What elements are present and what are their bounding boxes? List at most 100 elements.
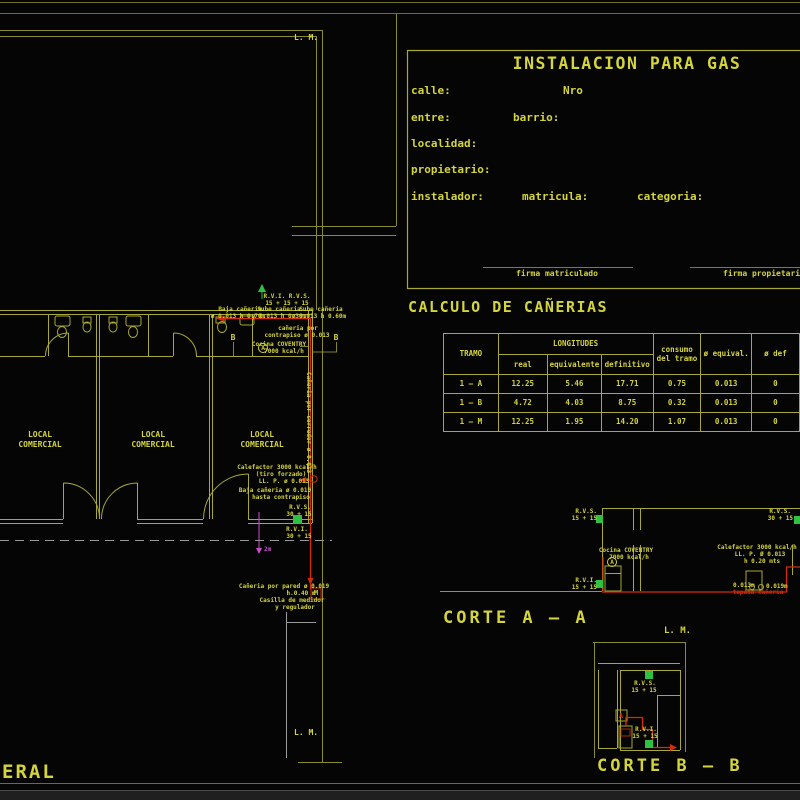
- table-cell: 0.32: [652, 393, 702, 413]
- baja-caneria-019: Baja cañeria ø 0.019: [238, 487, 312, 494]
- col-header-def: ø def: [750, 333, 800, 375]
- cocina-kcal: 7000 kcal/h: [264, 348, 304, 355]
- rvi-plan-size: 30 + 15: [286, 533, 312, 540]
- table-cell: 12.25: [497, 374, 548, 394]
- contrapiso-label-1: cañeria por: [278, 325, 318, 332]
- calefactor-tipo: (tiro forzado): [255, 471, 307, 478]
- firma-matriculado-label: firma matriculado: [516, 269, 598, 278]
- form-box: [406, 49, 800, 290]
- casilla-medidor-1: Casilla de medidor: [259, 597, 325, 604]
- casilla-medidor-2: y regulador: [275, 604, 315, 611]
- col-header-real: real: [497, 354, 548, 375]
- corte-a-cocina-kcal: 7000 kcal/h: [609, 554, 649, 561]
- firma-propietario-label: firma propietario: [723, 269, 800, 278]
- corte-a-calefactor: Calefactor 3000 kcal/h: [717, 544, 797, 551]
- corte-a-rvs-left-size: 15 + 15: [571, 515, 597, 522]
- corte-a-tapada: tapada cañeria: [732, 589, 784, 596]
- plan-gas-pipe-symbols: [216, 315, 322, 600]
- caneria-pared-h: h.0.40 m: [286, 590, 316, 597]
- local-comercial-1: LOCAL COMERCIAL: [18, 430, 62, 450]
- corte-b-marker-a: A: [618, 712, 624, 720]
- table-cell: 4.03: [546, 393, 602, 413]
- corte-a-rvs-right-size: 30 + 15: [767, 515, 793, 522]
- field-categoria-label: categoria:: [637, 190, 704, 203]
- rvi-plan: R.V.I.: [286, 526, 308, 533]
- corte-a-rvi: R.V.I.: [575, 577, 597, 584]
- corte-b-rvi: R.V.I.: [635, 726, 657, 733]
- field-matricula-label: matricula:: [522, 190, 589, 203]
- baja-caneria-dim: ø 0.013 h 0.70m: [210, 313, 266, 320]
- lot-lines: [0, 14, 397, 763]
- col-header-tramo: TRAMO: [443, 333, 499, 375]
- hasta-contrapiso: hasta contrapiso: [252, 494, 310, 501]
- col-header-equivalente: equivalente: [546, 354, 602, 375]
- gray-reference-lines: [0, 540, 332, 758]
- corte-b-walls: [598, 663, 681, 751]
- corte-b-title: CORTE B – B: [597, 756, 743, 776]
- corte-b-lot-lines: [593, 642, 686, 758]
- field-entre-label: entre:: [411, 111, 451, 124]
- form-title: INSTALACION PARA GAS: [512, 54, 742, 73]
- table-cell: 0.75: [652, 374, 702, 394]
- corte-a-rvs-left: R.V.S.: [575, 508, 597, 515]
- leader-lines: [233, 342, 337, 356]
- local-comercial-3: LOCAL COMERCIAL: [240, 430, 284, 450]
- corte-a-calefactor-h: h 0.20 mts: [743, 558, 781, 565]
- corte-b-pipe-arrow: [670, 744, 677, 751]
- calc-table: TRAMO LONGITUDES consumo del tramo ø equ…: [443, 333, 800, 432]
- sube-caneria-2-dim: ø 0.013 h 0.60m: [291, 313, 347, 320]
- corte-a-rvs-right: R.V.S.: [769, 508, 791, 515]
- table-cell: 1 – M: [443, 412, 499, 432]
- field-localidad-label: localidad:: [411, 137, 478, 150]
- lm-mid-label: L. M.: [294, 728, 319, 737]
- marker-b-right: B: [333, 333, 339, 342]
- rvs-plan-size: 30 + 15: [286, 511, 312, 518]
- table-cell: 0: [750, 412, 800, 432]
- caneria-corredor: Cañeria por corredor ø 0.013: [305, 372, 312, 474]
- table-cell: 0: [750, 393, 800, 413]
- table-cell: 0.013: [700, 374, 752, 394]
- corte-a-d019: 0.019m: [766, 583, 788, 590]
- dimension-2m: [256, 512, 262, 554]
- corte-b-rvs-size: 15 + 15: [631, 687, 657, 694]
- corte-b-vents: [645, 671, 653, 748]
- field-calle-label: calle:: [411, 84, 451, 97]
- marker-b-left: B: [230, 333, 236, 342]
- corte-a-cocina: Cocina COVENTRY: [598, 547, 654, 554]
- field-barrio-label: barrio:: [513, 111, 560, 124]
- table-cell: 17.71: [600, 374, 654, 394]
- contrapiso-label-2: contrapiso ø 0.013: [264, 332, 330, 339]
- calc-table-title: CALCULO DE CAÑERIAS: [408, 298, 609, 316]
- corte-a-vents: [596, 515, 800, 588]
- baja-caneria-label: Baja cañeria: [218, 306, 262, 313]
- table-cell: 4.72: [497, 393, 548, 413]
- table-cell: 0: [750, 374, 800, 394]
- marker-m: M: [313, 589, 319, 597]
- table-cell: 14.20: [600, 412, 654, 432]
- meter-box: [310, 587, 322, 600]
- lm-corte-label: L. M.: [664, 626, 692, 636]
- calefactor-label: Calefactor 3000 kcal/h: [237, 464, 317, 471]
- sube-caneria-1-dim: y 0.013 h 0.30m: [251, 313, 307, 320]
- marker-a-plan: A: [261, 345, 265, 352]
- rvi-rvs-sizes: 15 + 15 + 15: [265, 300, 309, 307]
- caneria-pared: Cañeria por pared ø 0.019: [238, 583, 330, 590]
- planta-title: ERAL: [2, 761, 56, 783]
- rvs-plan: R.V.S.: [289, 504, 311, 511]
- window-bottom-strip: [0, 790, 800, 800]
- sheet-border-lines: [0, 2, 800, 784]
- field-propietario-label: propietario:: [411, 163, 491, 176]
- table-cell: 8.75: [600, 393, 654, 413]
- field-instalador-label: instalador:: [411, 190, 484, 203]
- table-cell: 1.07: [652, 412, 702, 432]
- cocina-label: Cocina COVENTRY: [251, 341, 307, 348]
- table-cell: 1 – A: [443, 374, 499, 394]
- corte-a-title: CORTE A – A: [443, 608, 589, 628]
- table-cell: 0.013: [700, 393, 752, 413]
